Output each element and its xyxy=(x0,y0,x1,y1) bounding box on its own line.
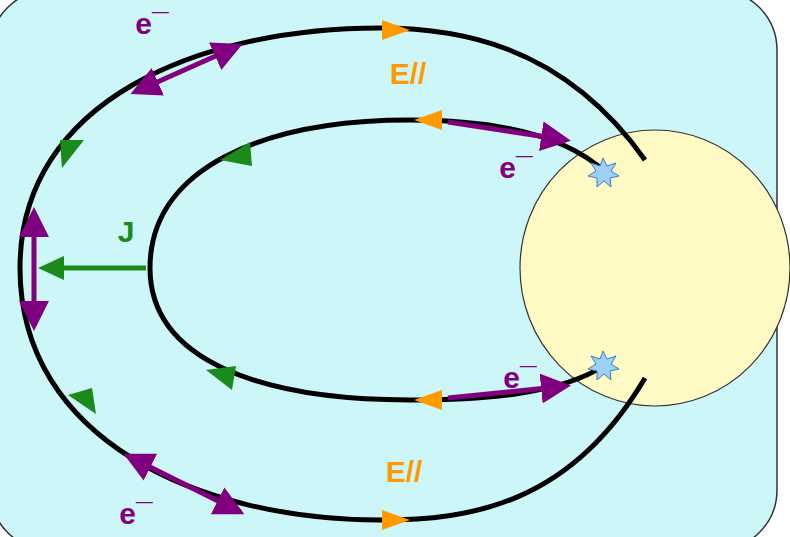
current-arrow xyxy=(206,366,236,390)
outer-field-line xyxy=(20,28,645,520)
current-label: J xyxy=(118,217,135,247)
current-arrow xyxy=(38,256,64,280)
field-arrow xyxy=(414,110,442,130)
aurora-spot xyxy=(588,351,619,380)
electron-arrow xyxy=(135,46,238,92)
electron-label: e¯ xyxy=(499,153,532,183)
aurora-spot xyxy=(588,158,619,187)
electron-arrow xyxy=(448,122,566,140)
electron-label: e¯ xyxy=(135,9,168,39)
planet xyxy=(520,130,790,406)
electron-label: e¯ xyxy=(503,363,536,393)
current-arrow xyxy=(68,388,96,414)
field-arrow xyxy=(414,390,442,410)
current-arrow xyxy=(220,142,252,166)
field-arrow xyxy=(382,510,410,530)
inner-field-line xyxy=(150,120,605,400)
current-arrow xyxy=(60,140,84,168)
field-label: E// xyxy=(386,457,423,487)
field-label: E// xyxy=(390,59,427,89)
electron-arrow xyxy=(32,212,37,326)
field-arrow xyxy=(382,20,410,40)
current-line xyxy=(62,266,146,271)
electron-label: e¯ xyxy=(119,499,152,529)
